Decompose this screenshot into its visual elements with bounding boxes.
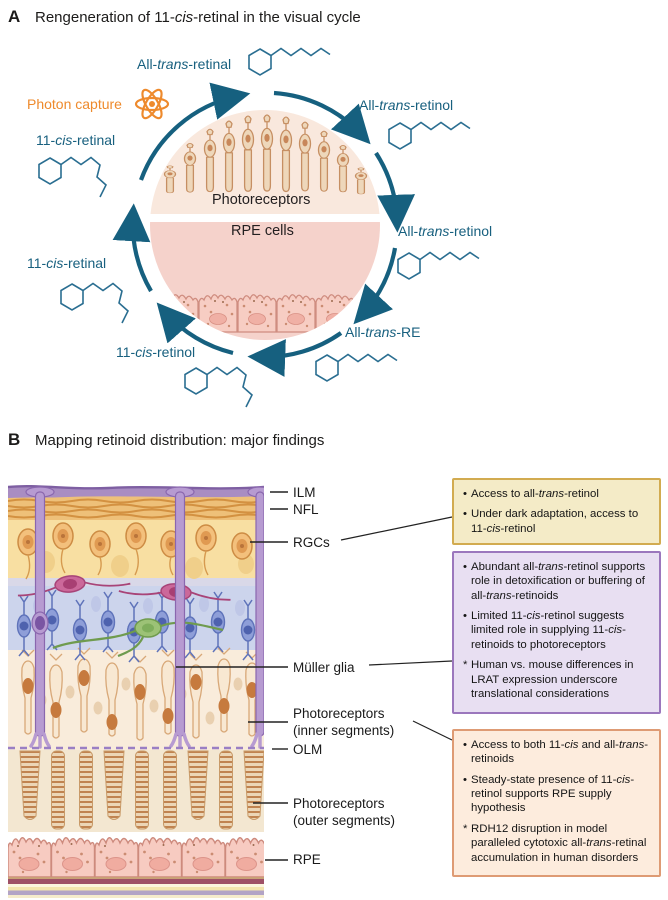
choroid-bands-art (8, 877, 264, 898)
panel-b-label: B (8, 430, 21, 449)
horizontal-cell-art (52, 618, 224, 658)
finding-bullet: • Access to all-trans-retinol (463, 488, 599, 500)
photon-atom-icon (134, 88, 170, 120)
finding-bullet: • Steady-state presence of 11-cis-retino… (463, 773, 635, 815)
arrow-re-to-cisretinol (247, 331, 343, 377)
layer-label-ilm: ILM (293, 485, 316, 500)
label-photon-capture: Photon capture (27, 96, 122, 112)
muller-glia-art (25, 486, 264, 749)
label-all-trans-retinal: All-trans-retinal (137, 56, 232, 72)
structure-11-cis-retinal-lower (60, 282, 129, 324)
finding-bullet: • Under dark adaptation, access to 11-ci… (463, 508, 639, 535)
structure-11-cis-retinal-upper (38, 156, 107, 198)
finding-bullet: • Abundant all-trans-retinol supports ro… (463, 561, 646, 602)
structure-all-trans-retinol-top (388, 121, 471, 150)
label-all-trans-re: All-trans-RE (345, 324, 421, 340)
panel-b-title: Mapping retinoid distribution: major fin… (35, 432, 325, 449)
panel-a-letter: A (8, 7, 20, 27)
panel-a-label: A (8, 7, 21, 26)
label-photoreceptors: Photoreceptors (212, 192, 311, 208)
layer-label-pr-inner: Photoreceptors (inner segments) (293, 706, 395, 738)
visual-cycle-diagram (38, 47, 480, 408)
label-rpe-cells: RPE cells (231, 223, 294, 239)
layer-label-pr-outer: Photoreceptors (outer segments) (293, 796, 396, 828)
structure-all-trans-retinal (248, 47, 331, 76)
label-11-cis-retinol: 11-cis-retinol (116, 344, 196, 360)
arrow-cisretinal-return (112, 203, 153, 293)
layer-label-rgcs: RGCs (293, 535, 330, 550)
layer-label-olm: OLM (293, 742, 323, 757)
findings-box-rgc: • Access to all-trans-retinol • Under da… (452, 478, 661, 546)
structure-11-cis-retinol (184, 366, 253, 408)
label-all-trans-retinol-top: All-trans-retinol (359, 97, 454, 113)
findings-box-photoreceptor: • Access to both 11-cis and all-trans-re… (452, 729, 661, 877)
arrow-transretinol-transfer (374, 151, 416, 233)
cycle-arrows (112, 82, 416, 377)
structure-all-trans-re (315, 353, 398, 382)
label-11-cis-retinal-lower: 11-cis-retinal (27, 255, 107, 271)
label-11-cis-retinal-upper: 11-cis-retinal (36, 132, 116, 148)
finding-bullet: * RDH12 disruption in model paralleled c… (463, 822, 647, 864)
rpe-row-art (8, 837, 264, 878)
panel-b-letter: B (8, 430, 20, 450)
arrow-cisretinal-to-transretinal (139, 82, 251, 181)
photoreceptor-outer-art (19, 750, 264, 830)
arrow-cisretinol-to-cisretinal (156, 302, 234, 356)
rgc-cells-art (17, 522, 254, 580)
layer-label-nfl: NFL (293, 502, 319, 517)
findings-box-muller: • Abundant all-trans-retinol supports ro… (452, 551, 661, 714)
layer-label-muller: Müller glia (293, 660, 355, 675)
finding-bullet: • Limited 11-cis-retinol suggests limite… (463, 610, 626, 651)
finding-bullet: • Access to both 11-cis and all-trans-re… (463, 739, 649, 766)
arrow-transretinal-to-transretinol (273, 90, 371, 145)
finding-bullet: * Human vs. mouse differences in LRAT ex… (463, 659, 634, 700)
label-all-trans-retinol-mid: All-trans-retinol (398, 223, 493, 239)
structure-all-trans-retinol-mid (397, 251, 480, 280)
retina-cross-section (8, 484, 264, 898)
arrow-transretinol-to-re (353, 247, 398, 325)
layer-label-rpe: RPE (293, 852, 321, 867)
panel-a-title: Rengeneration of 11-cis-retinal in the v… (35, 9, 361, 26)
